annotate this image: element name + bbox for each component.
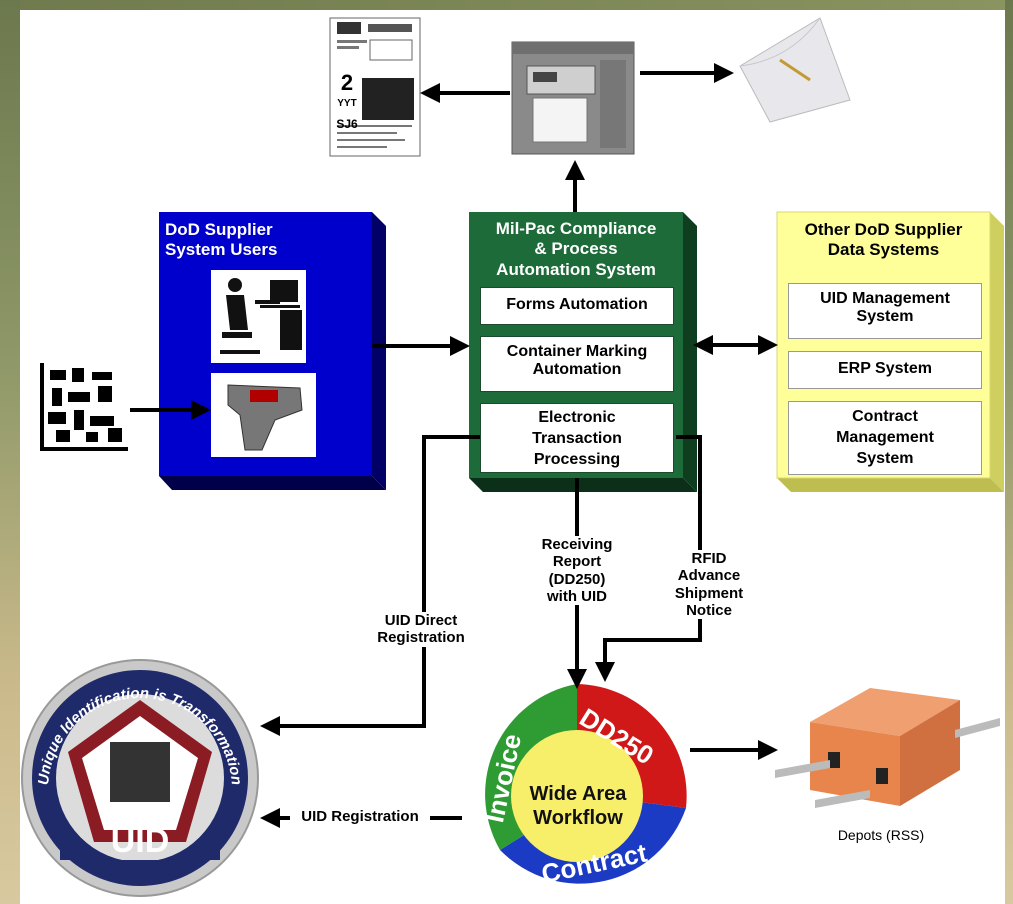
- receiving-report-label: Receiving Report (DD250) with UID: [527, 536, 627, 605]
- contract-management-box: Contract Management System: [788, 401, 982, 475]
- electronic-transaction-box: Electronic Transaction Processing: [480, 403, 674, 473]
- frame-top: [0, 0, 1013, 10]
- label-code-1: YYT: [337, 98, 357, 109]
- supplier-users-title: DoD Supplier System Users: [165, 220, 278, 259]
- uid-seal: [21, 659, 259, 897]
- data-systems-title: Other DoD Supplier Data Systems: [804, 220, 963, 260]
- workflow-center-line1: Wide Area: [530, 783, 628, 805]
- erp-system-box: ERP System: [788, 351, 982, 389]
- forms-automation-box: Forms Automation: [480, 287, 674, 325]
- shipping-label-image: [329, 17, 421, 157]
- uid-management-box: UID Management System: [788, 283, 982, 339]
- label-printer-image: [511, 41, 635, 155]
- workflow-cycle-graphic: [485, 684, 687, 884]
- label-big-number: 2: [340, 70, 354, 95]
- handheld-scanner-picture: [211, 373, 316, 457]
- depots-label: Depots (RSS): [837, 827, 925, 843]
- container-marking-box: Container Marking Automation: [480, 336, 674, 392]
- workflow-center-line2: Workflow: [533, 807, 623, 829]
- uid-direct-registration-label: UID Direct Registration: [356, 612, 486, 647]
- uid-seal-center-text: UID: [111, 822, 170, 860]
- rfid-asn-label: RFID Advance Shipment Notice: [660, 550, 758, 619]
- frame-right: [1005, 0, 1013, 904]
- frame-left: [0, 0, 20, 904]
- uid-registration-label: UID Registration: [290, 808, 430, 826]
- computer-user-picture: [211, 270, 306, 363]
- label-code-2: SJ6: [336, 117, 358, 131]
- rfid-label-image: [739, 17, 851, 123]
- milpac-title: Mil-Pac Compliance & Process Automation …: [495, 219, 657, 279]
- datamatrix-barcode-image: [40, 363, 128, 451]
- depot-building-image: [775, 688, 1000, 808]
